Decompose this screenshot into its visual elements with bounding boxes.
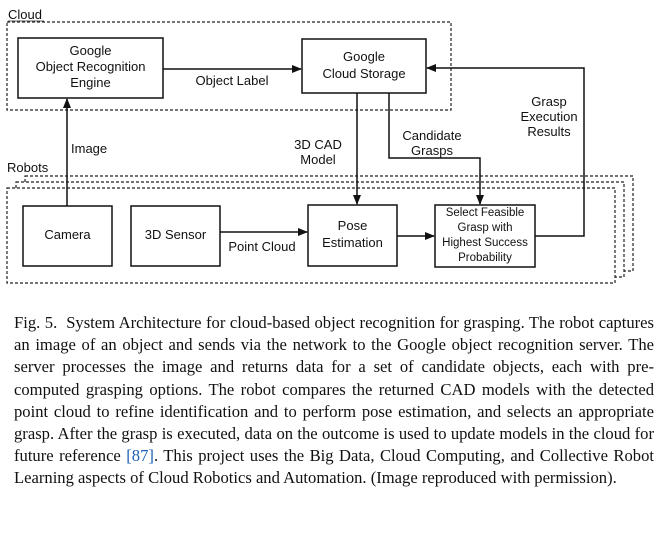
label-line: Point Cloud [228,239,295,254]
point-cloud-edge-label: Point Cloud [228,239,295,254]
figure-caption: Fig. 5. System Architecture for cloud-ba… [14,312,654,490]
label-line: Google [70,43,112,58]
label-line: Object Recognition [36,59,146,74]
pose-estimation-box [307,204,398,267]
label-line: Select Feasible [446,207,525,219]
3d-sensor-box [130,205,221,267]
caption-text: System Architecture for cloud-based obje… [14,313,654,466]
object-label-edge-label: Object Label [196,73,269,88]
label-line: Engine [70,75,110,90]
label-line: Estimation [322,235,383,250]
camera-label: Camera [44,227,91,242]
label-line: Object Label [196,73,269,88]
label-line: Image [71,141,107,156]
label-line: Cloud Storage [322,66,405,81]
label-line: Grasps [411,143,453,158]
3d-sensor-label: 3D Sensor [145,227,207,242]
robots-group-label: Robots [7,160,49,175]
figure-label: Fig. 5. [14,313,58,332]
candidate-grasps-arrow [388,93,484,205]
label-line: Model [300,152,336,167]
select-grasp-box [434,204,536,268]
label-line: Pose [338,218,368,233]
cloud-group-label: Cloud [8,7,42,22]
image-edge-label: Image [71,141,107,156]
grasp-results-arrow [426,64,585,237]
label-line: Probability [458,252,512,264]
camera-box [22,205,113,267]
label-line: Execution [520,109,577,124]
label-line: 3D Sensor [145,227,207,242]
caption-text-end: . This project uses the Big Data, Cloud … [14,446,654,488]
cloud-group-border [6,21,452,111]
cloud-storage-box [301,38,427,94]
label-line: Results [527,124,571,139]
label-line: Candidate [402,128,461,143]
label-line: Grasp with [458,222,513,234]
label-line: Highest Success [442,237,528,249]
citation-link[interactable]: [87] [126,446,154,466]
label-line: Camera [44,227,91,242]
recognition-engine-box [17,37,164,99]
label-line: 3D CAD [294,137,342,152]
label-line: Grasp [531,94,566,109]
label-line: Google [343,49,385,64]
